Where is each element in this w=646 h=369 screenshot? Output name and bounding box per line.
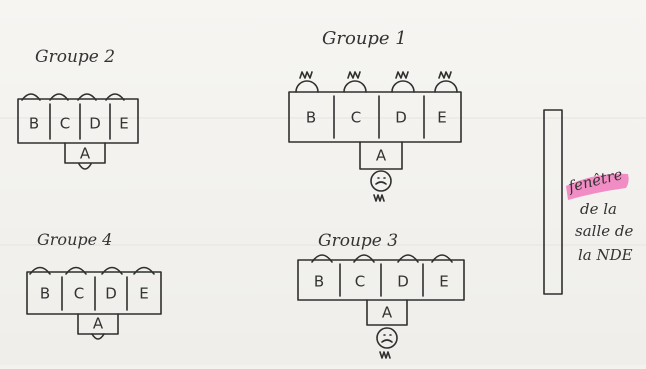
group-1-seat-c: C (351, 109, 361, 127)
group-2-heads (21, 93, 125, 101)
group-3-seat-b: B (314, 273, 324, 291)
window-shape (543, 109, 563, 295)
group-3-table (297, 259, 465, 301)
group-1-seat-a: A (376, 147, 387, 165)
group-4-heads (29, 266, 155, 275)
group-1-title: Groupe 1 (322, 28, 407, 49)
group-1-heads (295, 71, 458, 93)
group-1-seat-d: D (395, 109, 407, 127)
group-4-seat-b: B (40, 285, 50, 303)
group-4-title: Groupe 4 (37, 230, 112, 249)
group-2-seat-c: C (60, 115, 70, 133)
group-2-seat-a: A (80, 145, 91, 163)
group-2-front-seat (64, 142, 106, 164)
window-note-line-3: la NDE (578, 246, 633, 264)
group-4-front-seat (77, 313, 119, 335)
group-3: Groupe 3 B C D E A (297, 231, 465, 359)
group-1: Groupe 1 B C D E A (288, 28, 462, 202)
window-note-line-1: de la (580, 200, 617, 218)
group-3-seat-d: D (397, 273, 409, 291)
group-4-seat-e: E (139, 285, 148, 303)
group-2-front-head (78, 163, 92, 170)
group-3-front-seat (366, 299, 408, 326)
window-note: fenêtre de la salle de la NDE (566, 165, 634, 264)
highlight-mark (566, 173, 629, 200)
group-3-seat-a: A (382, 304, 393, 322)
group-2-table (17, 98, 139, 144)
group-2-seat-e: E (119, 115, 128, 133)
group-2-title: Groupe 2 (35, 47, 115, 67)
window (543, 109, 563, 295)
group-2-seat-b: B (29, 115, 39, 133)
group-2: Groupe 2 B C D E A (17, 47, 139, 170)
group-3-front-person (376, 327, 398, 359)
group-3-heads (311, 254, 453, 263)
group-1-front-seat (359, 141, 403, 170)
group-4-seat-c: C (74, 285, 84, 303)
group-4-seat-d: D (105, 285, 117, 303)
group-4-seat-a: A (93, 315, 104, 333)
group-3-seat-c: C (355, 273, 365, 291)
group-4-table (26, 271, 162, 315)
group-2-seat-d: D (89, 115, 101, 133)
group-3-title: Groupe 3 (318, 231, 398, 251)
group-1-front-person (370, 170, 392, 202)
group-4: Groupe 4 B C D E A (26, 230, 162, 340)
group-1-seat-b: B (306, 109, 316, 127)
window-note-line-2: salle de (575, 222, 633, 240)
group-4-front-head (91, 333, 105, 340)
group-1-table (288, 91, 462, 143)
group-1-seat-e: E (437, 109, 446, 127)
group-3-seat-e: E (439, 273, 448, 291)
